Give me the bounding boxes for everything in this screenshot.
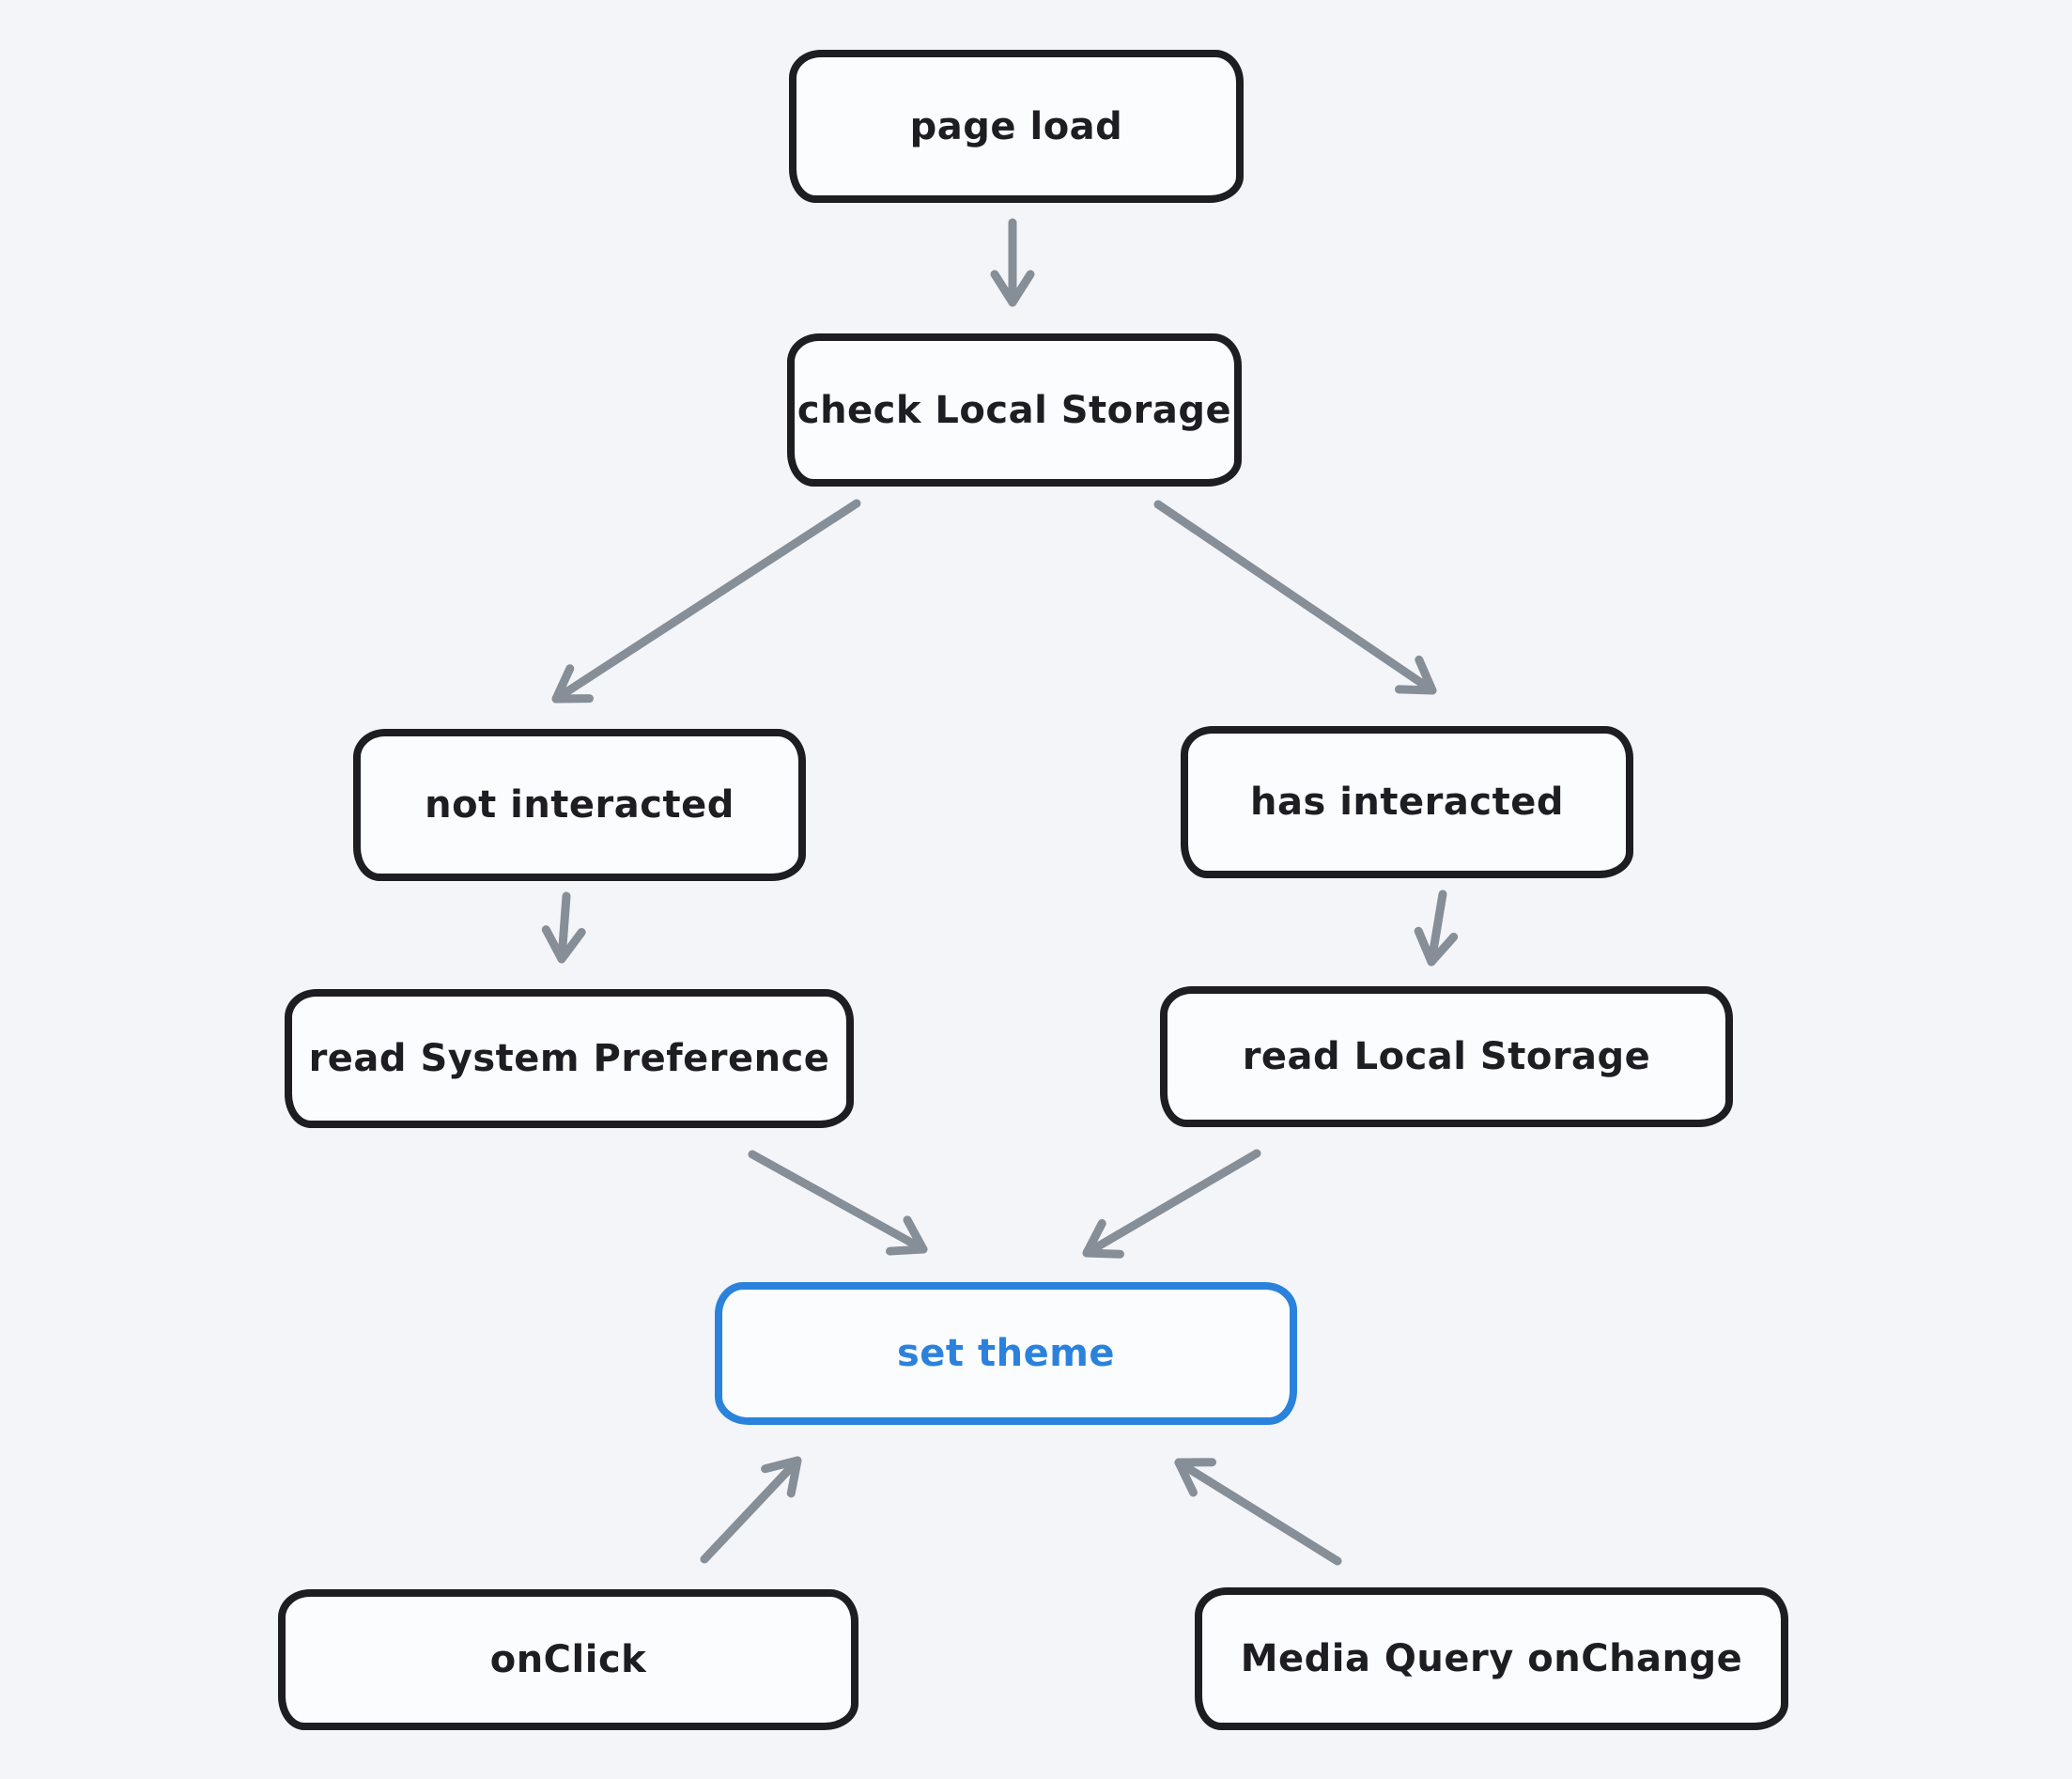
node-check-local-storage-label: check Local Storage xyxy=(796,388,1232,432)
edge-media-query-onchange-to-set-theme[interactable] xyxy=(1174,1458,1342,1566)
edge-has-interacted-to-read-local-storage[interactable] xyxy=(1414,890,1459,967)
edge-check-local-storage-to-has-interacted[interactable] xyxy=(1153,500,1437,695)
edge-read-local-storage-to-set-theme[interactable] xyxy=(1082,1149,1261,1259)
node-read-local-storage[interactable]: read Local Storage xyxy=(1160,986,1733,1127)
node-check-local-storage[interactable]: check Local Storage xyxy=(787,333,1242,487)
node-not-interacted-label: not interacted xyxy=(425,783,734,827)
node-has-interacted-label: has interacted xyxy=(1250,781,1564,824)
node-has-interacted[interactable]: has interacted xyxy=(1181,726,1633,878)
node-read-system-preference-label: read System Preference xyxy=(308,1037,830,1080)
node-not-interacted[interactable]: not interacted xyxy=(353,729,806,881)
node-read-system-preference[interactable]: read System Preference xyxy=(285,989,854,1128)
edge-check-local-storage-to-not-interacted[interactable] xyxy=(551,499,861,704)
node-set-theme-label: set theme xyxy=(896,1332,1116,1375)
node-media-query-onchange[interactable]: Media Query onChange xyxy=(1195,1587,1788,1730)
node-page-load[interactable]: page load xyxy=(789,50,1244,203)
node-read-local-storage-label: read Local Storage xyxy=(1242,1035,1651,1078)
edge-on-click-to-set-theme[interactable] xyxy=(700,1456,802,1564)
edge-read-system-preference-to-set-theme[interactable] xyxy=(748,1150,928,1256)
node-media-query-onchange-label: Media Query onChange xyxy=(1240,1637,1743,1680)
node-on-click-label: onClick xyxy=(489,1638,647,1681)
node-set-theme[interactable]: set theme xyxy=(715,1282,1297,1425)
edge-not-interacted-to-read-system-preference[interactable] xyxy=(541,891,586,964)
node-page-load-label: page load xyxy=(909,104,1123,148)
node-on-click[interactable]: onClick xyxy=(278,1589,858,1730)
